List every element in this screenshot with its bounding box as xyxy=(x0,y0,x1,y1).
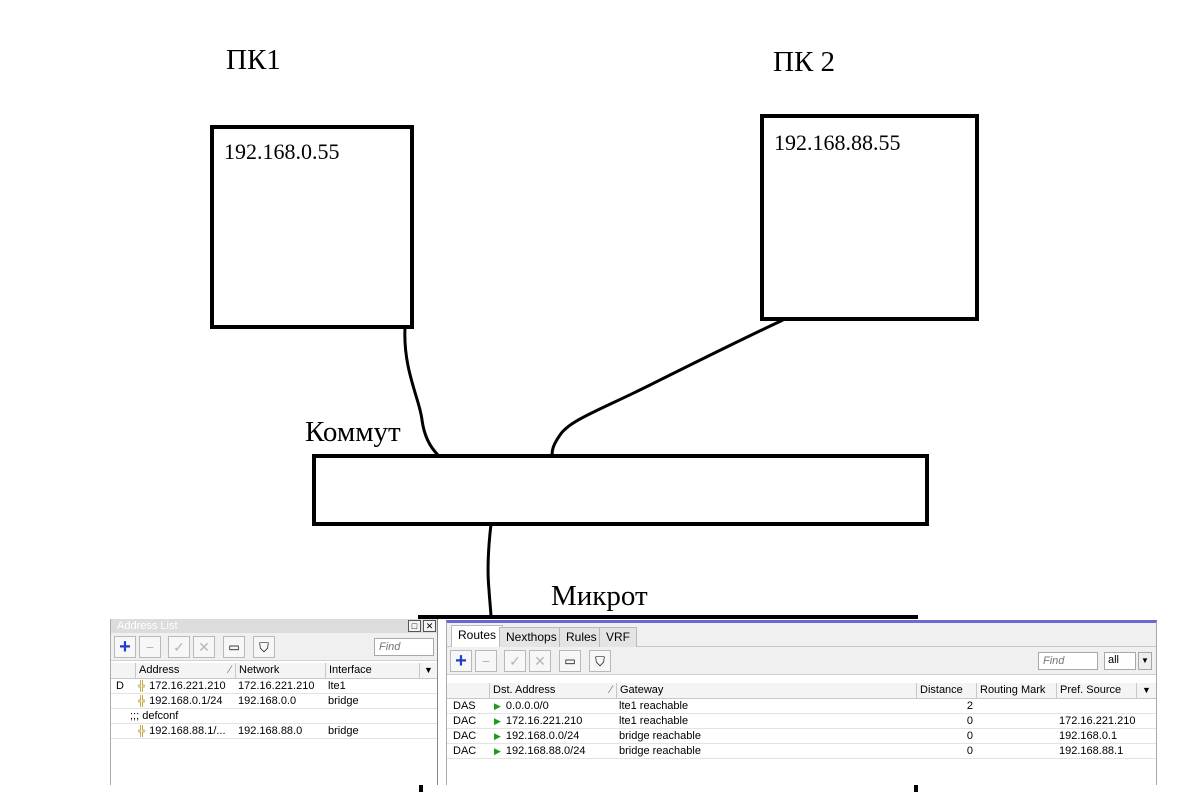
enable-icon[interactable]: ✓ xyxy=(504,650,526,672)
address-find-input[interactable] xyxy=(374,638,434,656)
table-row[interactable]: ╬192.168.88.1/... 192.168.88.0 bridge xyxy=(111,724,437,739)
cable-pc1-switch xyxy=(403,327,440,457)
add-icon[interactable]: + xyxy=(450,650,472,672)
col-flags[interactable] xyxy=(447,683,489,699)
route-icon: ▶ xyxy=(494,731,501,741)
switch-box xyxy=(312,454,929,526)
col-routing-mark[interactable]: Routing Mark xyxy=(976,683,1056,699)
col-pref-source[interactable]: Pref. Source xyxy=(1056,683,1136,699)
col-gateway[interactable]: Gateway xyxy=(616,683,916,699)
address-icon: ╬ xyxy=(138,726,146,737)
route-icon: ▶ xyxy=(494,716,501,726)
columns-dropdown-icon[interactable]: ▼ xyxy=(419,663,437,679)
routes-find-input[interactable] xyxy=(1038,652,1098,670)
table-row[interactable]: DAC ▶192.168.0.0/24 bridge reachable 0 1… xyxy=(447,729,1156,744)
col-dst-address[interactable]: Dst. Address⁄ xyxy=(489,683,616,699)
remove-icon[interactable]: − xyxy=(475,650,497,672)
disable-icon[interactable]: ✕ xyxy=(529,650,551,672)
router-label: Микрот xyxy=(551,580,648,612)
address-icon: ╬ xyxy=(138,696,146,707)
col-network[interactable]: Network xyxy=(235,663,325,679)
route-icon: ▶ xyxy=(494,701,501,711)
address-grid: Address⁄ Network Interface ▼ D ╬172.16.2… xyxy=(111,663,437,739)
remove-icon[interactable]: − xyxy=(139,636,161,658)
filter-icon[interactable]: ⛉ xyxy=(589,650,611,672)
routes-window: Routes Nexthops Rules VRF + − ✓ ✕ ▭ ⛉ al… xyxy=(446,620,1157,785)
pc1-label: ПК1 xyxy=(226,44,281,76)
pc1-ip: 192.168.0.55 xyxy=(224,139,340,164)
routes-grid: Dst. Address⁄ Gateway Distance Routing M… xyxy=(447,683,1156,759)
table-row[interactable]: DAC ▶172.16.221.210 lte1 reachable 0 172… xyxy=(447,714,1156,729)
cable-switch-router xyxy=(486,523,493,619)
table-row[interactable]: DAC ▶192.168.88.0/24 bridge reachable 0 … xyxy=(447,744,1156,759)
routes-toolbar: + − ✓ ✕ ▭ ⛉ all ▼ xyxy=(447,647,1156,675)
col-distance[interactable]: Distance xyxy=(916,683,976,699)
columns-dropdown-icon[interactable]: ▼ xyxy=(1136,683,1156,699)
disable-icon[interactable]: ✕ xyxy=(193,636,215,658)
address-list-toolbar: + − ✓ ✕ ▭ ⛉ xyxy=(111,633,437,661)
comment-icon[interactable]: ▭ xyxy=(223,636,245,658)
address-grid-header: Address⁄ Network Interface ▼ xyxy=(111,663,437,679)
maximize-icon[interactable]: □ xyxy=(408,620,421,632)
switch-label: Коммут xyxy=(305,416,401,448)
address-list-window: Address List □ ✕ + − ✓ ✕ ▭ ⛉ Address⁄ Ne… xyxy=(110,619,438,785)
col-address[interactable]: Address⁄ xyxy=(135,663,235,679)
pc2-label: ПК 2 xyxy=(773,46,836,78)
address-list-titlebar[interactable]: Address List □ ✕ xyxy=(111,619,437,633)
enable-icon[interactable]: ✓ xyxy=(168,636,190,658)
table-row[interactable]: D ╬172.16.221.210 172.16.221.210 lte1 xyxy=(111,679,437,694)
route-icon: ▶ xyxy=(494,746,501,756)
close-icon[interactable]: ✕ xyxy=(423,620,436,632)
routes-grid-header: Dst. Address⁄ Gateway Distance Routing M… xyxy=(447,683,1156,699)
cable-pc2-switch xyxy=(550,318,784,456)
routes-filter-select[interactable]: all xyxy=(1104,652,1136,670)
address-icon: ╬ xyxy=(138,681,146,692)
comment-row[interactable]: ;;; defconf xyxy=(111,709,437,724)
chevron-down-icon[interactable]: ▼ xyxy=(1138,652,1152,670)
tab-routes[interactable]: Routes xyxy=(451,625,504,648)
pc1-box: 192.168.0.55 xyxy=(210,125,414,329)
table-row[interactable]: ╬192.168.0.1/24 192.168.0.0 bridge xyxy=(111,694,437,709)
tab-vrf[interactable]: VRF xyxy=(599,627,637,647)
filter-icon[interactable]: ⛉ xyxy=(253,636,275,658)
col-flag[interactable] xyxy=(111,663,135,679)
tab-rules[interactable]: Rules xyxy=(559,627,604,647)
pc2-ip: 192.168.88.55 xyxy=(774,130,901,155)
table-row[interactable]: DAS ▶0.0.0.0/0 lte1 reachable 2 xyxy=(447,699,1156,714)
routes-tabs: Routes Nexthops Rules VRF xyxy=(447,623,1156,648)
address-list-title: Address List xyxy=(117,620,178,632)
comment-icon[interactable]: ▭ xyxy=(559,650,581,672)
tab-nexthops[interactable]: Nexthops xyxy=(499,627,564,647)
pc2-box: 192.168.88.55 xyxy=(760,114,979,321)
col-interface[interactable]: Interface xyxy=(325,663,419,679)
add-icon[interactable]: + xyxy=(114,636,136,658)
